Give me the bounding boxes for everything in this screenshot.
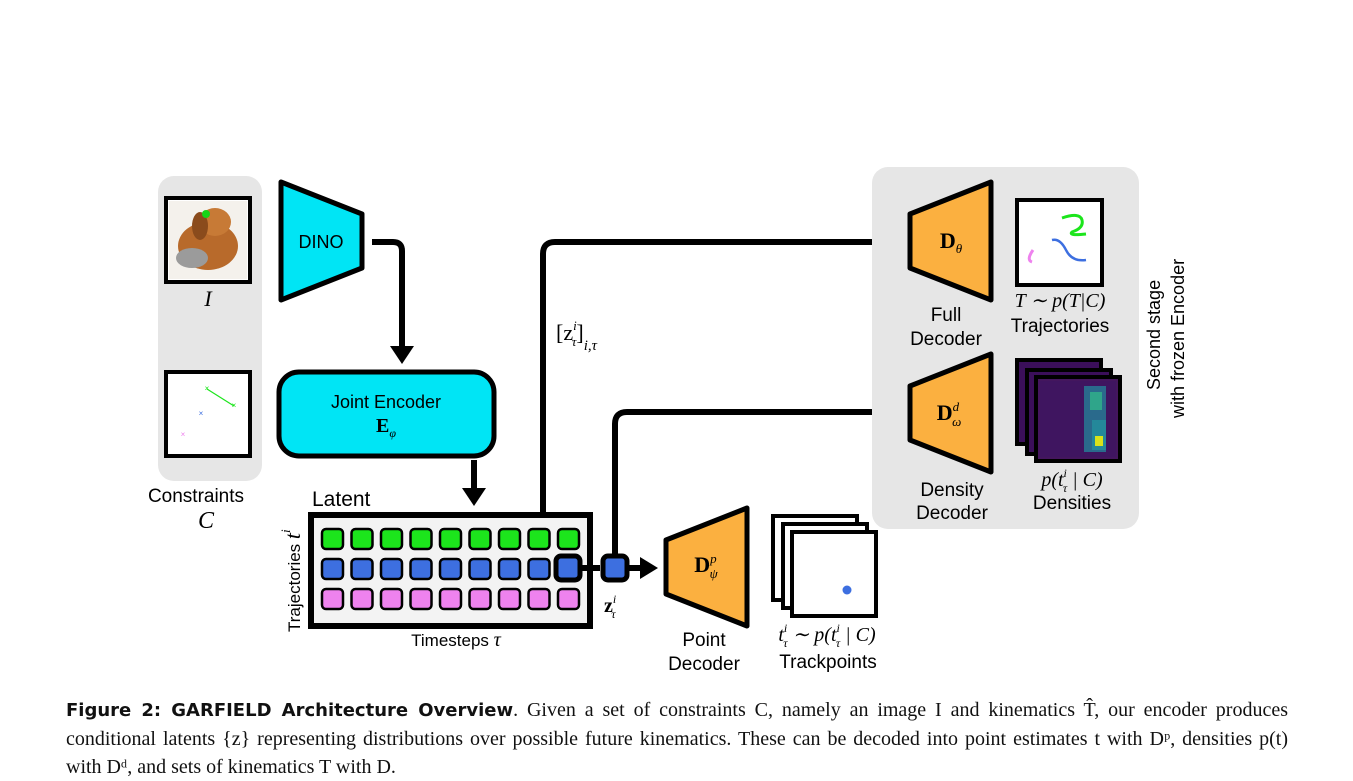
latent-cell-pink-2 [350, 587, 374, 611]
dino-label: DINO [299, 232, 344, 252]
constraints-label: Constraints [148, 486, 244, 507]
figure-caption: Figure 2: GARFIELD Architecture Overview… [66, 696, 1288, 781]
point-decoder-block [663, 505, 750, 629]
trajectories-axis-label: Trajectories ti [278, 529, 305, 632]
latent-cell-blue-2 [350, 557, 374, 581]
selected-latent-cell [553, 553, 583, 583]
dog-image [164, 196, 252, 284]
latent-cells [320, 527, 581, 611]
figure-label: Figure 2: GARFIELD Architecture Overview [66, 700, 514, 721]
architecture-diagram: I × × × × Constraints C DINO Joint Encod… [148, 167, 1188, 675]
latent-label: Latent [312, 488, 371, 511]
joint-encoder-block [276, 369, 497, 459]
latent-to-density-decoder-arrow [612, 409, 880, 554]
densities-label: Densities [1033, 493, 1111, 514]
caption-line2: conditional latents {z} representing dis… [66, 728, 1143, 750]
joint-encoder-symbol: Eφ [376, 415, 396, 440]
second-stage-label-line2: with frozen Encoder [1168, 259, 1188, 419]
latent-cell-green-3 [379, 527, 404, 551]
dino-to-encoder-arrow [372, 239, 407, 356]
full-decoder-symbol: Dθ [940, 228, 963, 256]
latent-cell-pink-1 [320, 587, 345, 611]
caption-line1: . Given a set of constraints C, namely a… [513, 699, 1288, 721]
point-decoder-label-line1: Point [682, 630, 726, 651]
svg-text:×: × [205, 384, 210, 393]
latent-cell-green-1 [320, 527, 345, 551]
latent-cell-green-7 [497, 527, 522, 551]
trackpoints-image [771, 514, 878, 618]
latent-cell-green-5 [438, 527, 463, 551]
densities-image [1015, 358, 1122, 463]
trajectories-label: Trajectories [1011, 316, 1110, 337]
latent-cell-pink-9 [556, 587, 581, 611]
svg-text:×: × [181, 430, 186, 439]
joint-encoder-label: Joint Encoder [331, 392, 441, 412]
latent-cell-blue-5 [438, 557, 463, 581]
single-latent-cell [600, 553, 630, 583]
latent-cell-pink-6 [468, 587, 492, 611]
latent-cell-pink-3 [379, 587, 404, 611]
latent-cell-blue-6 [468, 557, 492, 581]
latent-cell-green-8 [527, 527, 551, 551]
latent-cell-green-6 [468, 527, 492, 551]
density-decoder-block [907, 351, 994, 475]
latent-cell-green-2 [350, 527, 374, 551]
dino-block [278, 179, 365, 303]
full-decoder-label-line1: Full [931, 305, 962, 326]
density-decoder-label-line1: Density [920, 480, 984, 501]
second-stage-label-line1: Second stage [1144, 280, 1164, 390]
svg-text:×: × [232, 401, 237, 410]
latent-cell-pink-8 [527, 587, 551, 611]
latent-cell-green-4 [409, 527, 433, 551]
timesteps-label: Timesteps τ [411, 629, 502, 651]
latent-to-full-decoder-arrow [540, 239, 880, 512]
latent-cell-blue-1 [320, 557, 345, 581]
full-decoder-label-line2: Decoder [910, 329, 982, 350]
latent-cell-pink-7 [497, 587, 522, 611]
latent-cell-blue-4 [409, 557, 433, 581]
latent-cell-pink-5 [438, 587, 463, 611]
full-decoder-block [907, 179, 994, 303]
latent-cell-blue-8 [527, 557, 551, 581]
image-symbol: I [203, 286, 213, 311]
point-decoder-label-line2: Decoder [668, 654, 740, 675]
latent-cell-blue-3 [379, 557, 404, 581]
trajectories-formula: T ∼ p(T|C) [1015, 290, 1106, 312]
trajectories-image [1015, 198, 1104, 287]
kinematics-image: × × × × [164, 370, 252, 458]
latent-cell-green-9 [556, 527, 581, 551]
trackpoints-label: Trackpoints [779, 652, 877, 673]
latent-cell-blue-7 [497, 557, 522, 581]
latent-cell-pink-4 [409, 587, 433, 611]
constraints-symbol: C [198, 508, 215, 534]
svg-text:×: × [199, 409, 204, 418]
density-decoder-label-line2: Decoder [916, 503, 988, 524]
